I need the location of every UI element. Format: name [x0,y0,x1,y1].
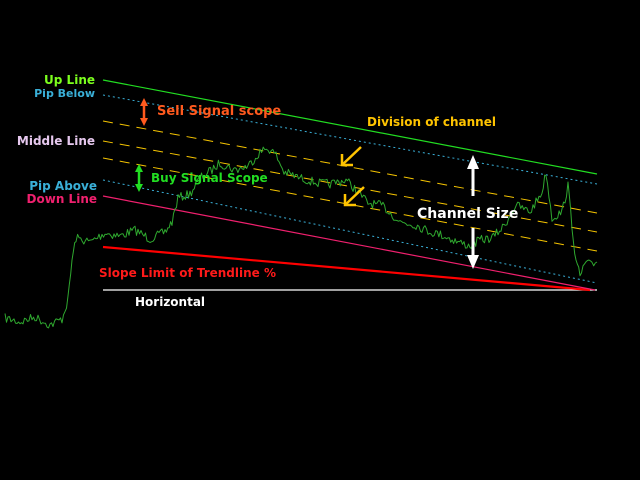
slope-limit-label: Slope Limit of Trendline % [99,266,276,280]
price-line [4,146,598,329]
slope-limit-line [102,245,591,292]
middle-line-label: Middle Line [17,134,95,148]
pip-below-label: Pip Below [34,87,95,100]
division-label: Division of channel [367,115,496,129]
pip-above-line [102,179,598,284]
pip-below-line [102,94,598,185]
horizontal-label: Horizontal [135,295,205,309]
sell-scope-label: Sell Signal scope [157,104,281,119]
down-line [102,195,596,291]
buy-scope-label: Buy Signal Scope [151,171,268,185]
down-line-label: Down Line [27,192,97,206]
up-line [102,79,598,175]
middle-line [102,140,598,233]
up-line-label: Up Line [44,73,95,87]
division-arrow-2 [343,186,365,207]
division-arrow-1 [340,146,362,167]
pip-above-label: Pip Above [29,179,97,193]
channel-size-label: Channel Size [417,206,518,222]
